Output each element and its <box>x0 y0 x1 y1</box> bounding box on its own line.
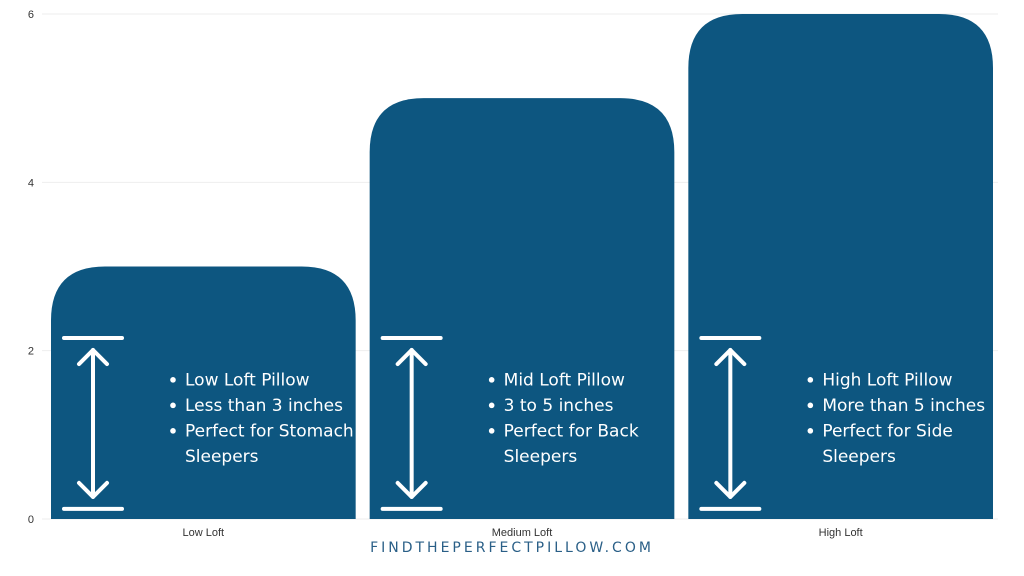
annotation-text: Perfect for Back <box>504 421 639 441</box>
annotation-text: Perfect for Stomach <box>185 421 354 441</box>
annotation-text: High Loft Pillow <box>822 370 952 390</box>
bar <box>51 266 356 519</box>
annotation-text: Less than 3 inches <box>185 396 343 416</box>
annotation-bullet <box>170 428 176 434</box>
annotation-bullet <box>170 377 176 383</box>
x-tick-label: Medium Loft <box>492 527 553 539</box>
x-tick-label: High Loft <box>819 527 863 539</box>
annotation-text: More than 5 inches <box>822 396 985 416</box>
annotation-text: Sleepers <box>822 447 896 467</box>
x-tick-label: Low Loft <box>183 527 225 539</box>
annotation-text: Sleepers <box>504 447 578 467</box>
dimension-arrow-head-down <box>77 480 109 499</box>
annotation-text: Low Loft Pillow <box>185 370 310 390</box>
y-tick-label: 2 <box>28 346 34 358</box>
y-tick-label: 4 <box>28 177 34 189</box>
dimension-arrow-head-up <box>714 348 747 367</box>
annotation-text: 3 to 5 inches <box>504 396 614 416</box>
annotation-bullet <box>807 402 814 409</box>
dimension-arrow-head-up <box>77 348 109 367</box>
annotation-bullet <box>807 377 814 383</box>
dimension-arrow-head-up <box>395 348 428 367</box>
y-tick-label: 0 <box>28 514 34 526</box>
annotation-bullet <box>488 377 495 383</box>
dimension-arrow-head-down <box>714 480 747 499</box>
annotation-bullet <box>807 428 814 434</box>
annotation-text: Sleepers <box>185 447 259 467</box>
y-tick-label: 6 <box>28 9 34 21</box>
annotation-text: Perfect for Side <box>822 421 953 441</box>
annotation-bullet <box>488 402 495 409</box>
footer-website: FINDTHEPERFECTPILLOW.COM <box>370 540 654 556</box>
dimension-arrow-head-down <box>395 480 428 499</box>
annotation-bullet <box>488 428 495 434</box>
annotation-text: Mid Loft Pillow <box>504 370 625 390</box>
bar <box>369 98 675 520</box>
annotation-bullet <box>170 402 176 409</box>
bar <box>688 14 993 519</box>
